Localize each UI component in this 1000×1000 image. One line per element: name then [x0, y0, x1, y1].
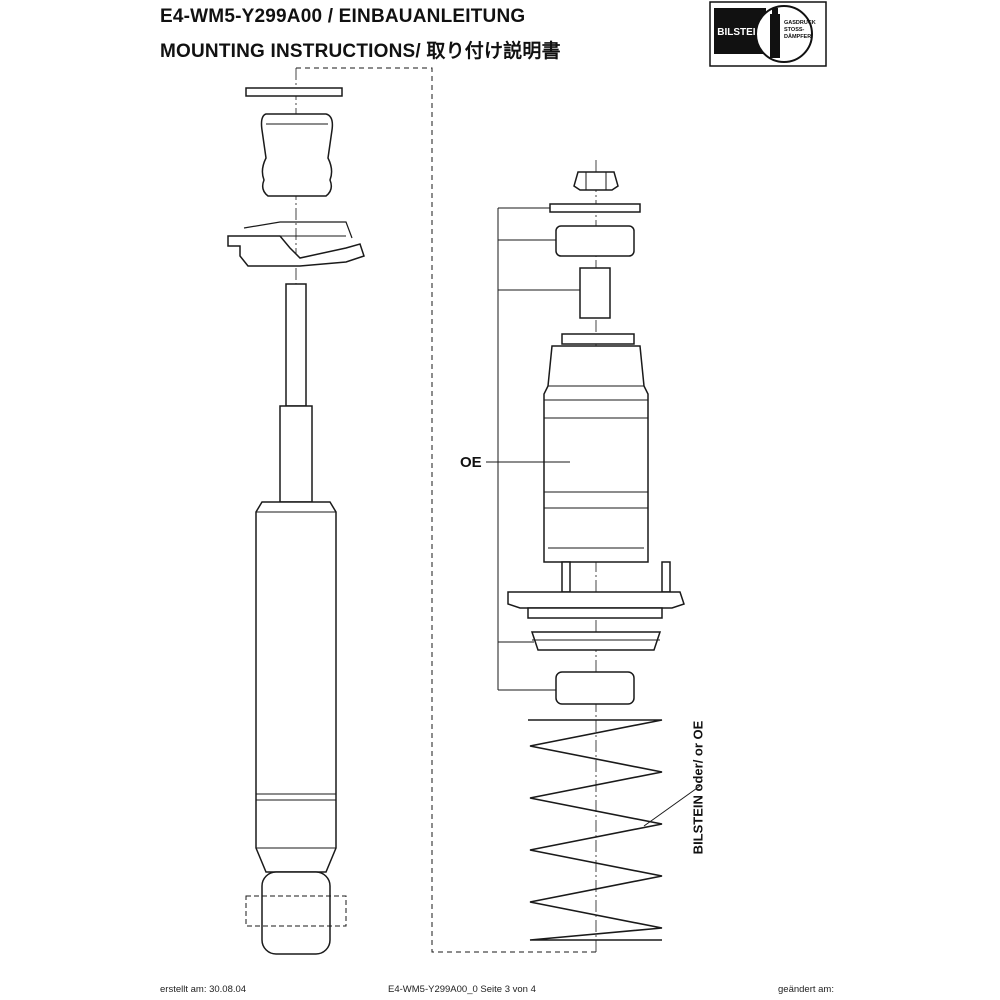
assembly-frame-dashed	[296, 67, 596, 953]
footer-changed-date: geändert am:	[778, 984, 834, 995]
upper-bushing	[555, 225, 635, 257]
bump-stop	[260, 113, 334, 197]
document-title: E4-WM5-Y299A00 / EINBAUANLEITUNG	[160, 6, 526, 27]
right-top-washer	[549, 203, 641, 213]
oe-strut-body	[543, 345, 649, 563]
footer-document-page: E4-WM5-Y299A00_0 Seite 3 von 4	[388, 984, 536, 995]
lower-eye	[261, 871, 331, 955]
mount-stud-left	[561, 561, 571, 593]
bilstein-logo: BILSTEIN GASDRUCK STOSS- DÄMPFER	[709, 1, 827, 67]
spacer-sleeve	[579, 267, 611, 319]
mount-flange	[507, 591, 685, 609]
coil-spring	[528, 719, 663, 941]
oe-label: OE	[460, 454, 482, 471]
top-nut	[573, 171, 619, 191]
spring-seat	[227, 235, 365, 267]
mount-stud-right	[661, 561, 671, 593]
piston-rod-upper	[285, 283, 307, 407]
lower-bushing	[555, 671, 635, 705]
spring-leader-line	[643, 785, 701, 827]
piston-rod-lower	[279, 405, 313, 503]
logo-tagline-3: DÄMPFER	[784, 33, 811, 40]
logo-tagline-1: GASDRUCK	[784, 20, 816, 26]
top-washer	[245, 87, 343, 97]
oe-top-cap	[561, 333, 635, 345]
bearing-ring	[530, 631, 662, 651]
logo-brand-text: BILSTEIN	[717, 27, 763, 38]
damper-body	[255, 501, 337, 873]
eye-bushing	[245, 895, 347, 927]
spring-option-label: BILSTEIN oder/ or OE	[690, 720, 706, 855]
document-subtitle: MOUNTING INSTRUCTIONS/ 取り付け説明書	[160, 41, 561, 62]
footer-created-date: erstellt am: 30.08.04	[160, 984, 247, 995]
logo-tagline-2: STOSS-	[784, 27, 805, 33]
